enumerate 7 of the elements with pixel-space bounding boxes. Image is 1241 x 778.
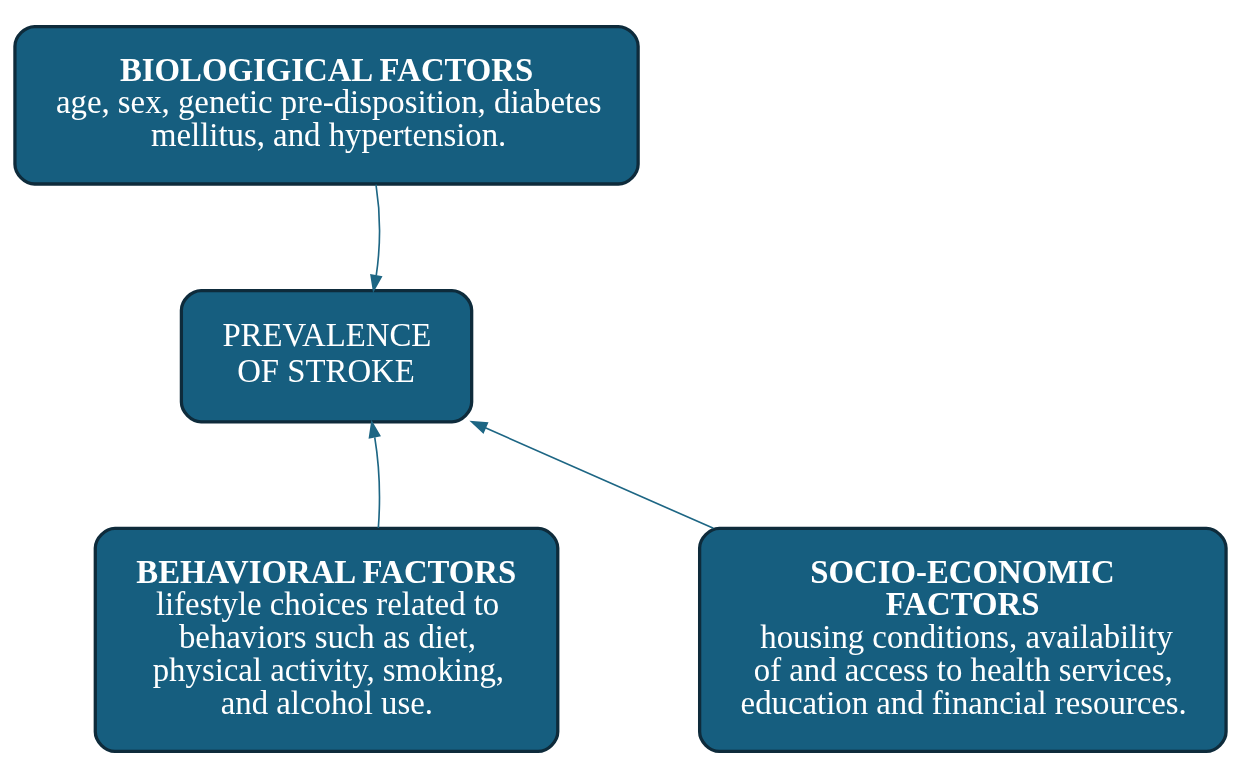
node-box: SOCIO-ECONOMIC FACTORS housing conditions, availability of and access to health services, education and financial resources. xyxy=(698,526,1228,754)
arrow xyxy=(368,419,381,529)
node-box: BEHAVIORAL FACTORS lifestyle choices related to behaviors such as diet, physical activity, smoking, and alcohol use. xyxy=(93,526,560,754)
arrow xyxy=(370,183,383,293)
node-box: BIOLOGIGICAL FACTORS age, sex, genetic pre-disposition, diabetes mellitus, and hypertension. xyxy=(13,24,640,186)
arrow xyxy=(469,420,715,530)
node-box: PREVALENCE OF STROKE xyxy=(179,288,474,424)
